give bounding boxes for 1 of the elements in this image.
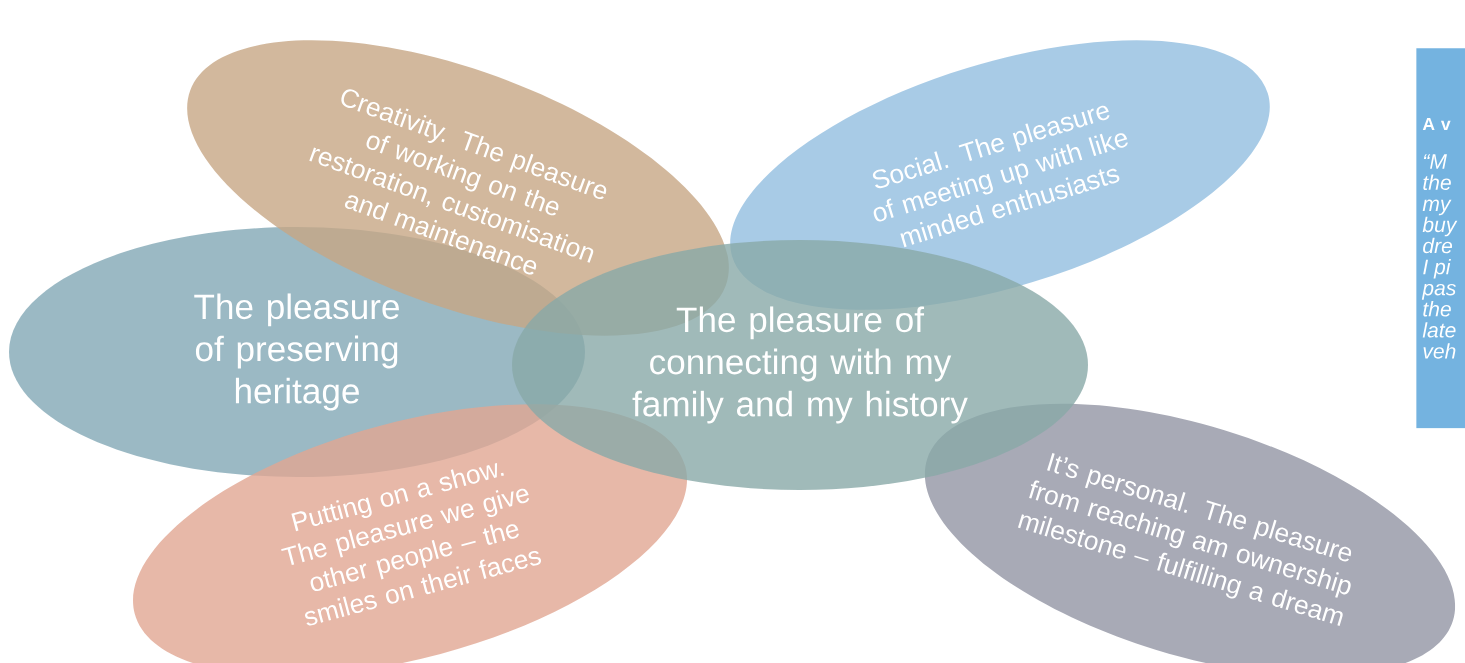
quote-box: A v “M the my buy dre I pi pas the late veh [1416,48,1465,429]
